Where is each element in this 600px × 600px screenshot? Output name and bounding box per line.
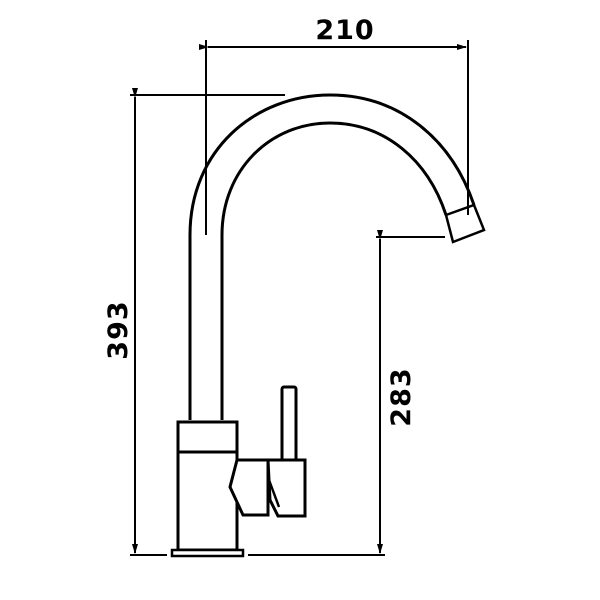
lever-pivot-line (267, 479, 281, 508)
spout-inner-contour (220, 121, 448, 420)
dimension-283: 283 (248, 230, 445, 556)
faucet-spout (188, 93, 486, 420)
faucet-body (170, 420, 245, 558)
lever-stick (280, 385, 298, 464)
base-plate (170, 548, 245, 558)
dimension-label-210: 210 (315, 15, 374, 46)
spout-aerator-tip (444, 203, 486, 244)
body-collar (176, 420, 239, 454)
lever-hinge-block (228, 458, 270, 517)
body-main-cylinder (176, 450, 239, 552)
dimension-label-393: 393 (103, 300, 134, 359)
dimension-393: 393 (103, 88, 285, 556)
dimension-210: 210 (199, 15, 469, 235)
faucet-lever-handle (228, 385, 307, 518)
spout-outer-contour (188, 93, 476, 420)
dimension-label-283: 283 (386, 367, 417, 426)
lever-head-block (266, 458, 307, 518)
